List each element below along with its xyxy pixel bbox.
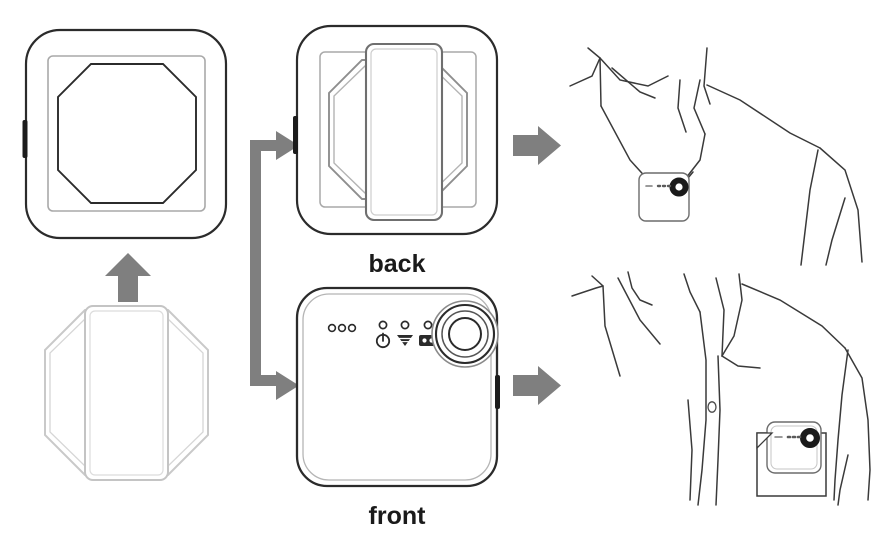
microphone-hole (337, 323, 347, 333)
microphone-hole (347, 323, 357, 333)
arrow-right-glyph (513, 366, 561, 405)
mounted-strap (364, 42, 444, 222)
clipped-camera-body-inner (770, 425, 818, 470)
arrow-branch-bottom-head (276, 371, 299, 400)
power-indicator (375, 320, 391, 349)
collar-inner-right (683, 273, 701, 313)
clip-strap-inner (89, 310, 164, 476)
front-body-inner-outline (302, 293, 492, 481)
shoulder-line (741, 283, 846, 349)
label-back: back (369, 250, 426, 278)
wifi-icon (396, 335, 414, 346)
wearing-on-lanyard (569, 47, 863, 266)
power-button[interactable] (293, 116, 298, 154)
shirt-placket-right (715, 355, 721, 506)
wearing-on-shirt-pocket (571, 271, 871, 506)
sleeve-seam (800, 149, 819, 266)
shirt-placket-left (697, 311, 707, 506)
collar-left-fold (611, 67, 656, 99)
lens-aperture (448, 317, 482, 351)
worn-camera-neck (638, 172, 690, 222)
collar-left-fold (617, 277, 661, 345)
collar-right-tip (720, 273, 761, 369)
arrow-back-to-neck (513, 126, 561, 165)
octagonal-clip-module (44, 305, 209, 481)
microphone-holes (327, 323, 357, 333)
arrow-branch-group (250, 131, 299, 400)
neck-right-line (703, 47, 711, 105)
arrow-right-glyph (513, 126, 561, 165)
arrow-clip-up (105, 253, 151, 302)
clip-strap (84, 305, 169, 481)
sleeve-outer (844, 347, 871, 501)
arrow-branch-to-front (250, 371, 299, 400)
octagon-recess-outline (57, 63, 197, 204)
sleeve-seam (833, 349, 849, 501)
wifi-icon-body (397, 335, 413, 346)
collar-right-inner (677, 79, 687, 133)
power-icon (375, 332, 391, 349)
clipped-camera-pocket (756, 421, 822, 474)
sleeve-outer (819, 147, 863, 263)
shirt-left-fold (687, 399, 693, 501)
clipped-camera-lens-glint (806, 434, 814, 442)
shoulder-line (706, 84, 821, 149)
battery-led (423, 320, 433, 330)
back-shell-with-clip (293, 24, 499, 236)
power-led (378, 320, 388, 330)
collar-right-tip (693, 79, 706, 135)
arrow-branch-to-back (250, 131, 299, 160)
collar-left-inner (599, 57, 669, 87)
arrow-up-glyph (105, 253, 151, 302)
wifi-indicator (396, 320, 414, 346)
arrow-branch-top-head (276, 131, 299, 160)
collar-left-inner (627, 271, 653, 306)
shutter-button[interactable] (495, 375, 500, 409)
microphone-hole (327, 323, 337, 333)
sleeve-fold (825, 197, 846, 266)
camera-lens (431, 300, 499, 368)
arrow-branch-spine (250, 140, 261, 386)
back-shell-empty (22, 28, 228, 240)
mounted-strap-inner (370, 48, 438, 216)
label-front: front (369, 502, 427, 530)
arrow-front-to-pocket (513, 366, 561, 405)
front-face (295, 286, 500, 488)
shirt-button (707, 401, 717, 413)
collar-left-outer (591, 275, 621, 377)
collar-left-tip (571, 285, 604, 297)
arrow-branch-top-stem (250, 140, 280, 151)
collar-right-inner (715, 277, 725, 357)
worn-camera-lens-glint (675, 183, 683, 191)
wifi-led (400, 320, 410, 330)
sleeve-fold (837, 454, 849, 506)
collar-left-tip (569, 57, 601, 87)
power-button[interactable] (22, 120, 28, 158)
shirt-right-edge (685, 133, 706, 179)
pocket-clip-fold (756, 432, 774, 450)
arrow-branch-bottom-stem (250, 375, 280, 386)
